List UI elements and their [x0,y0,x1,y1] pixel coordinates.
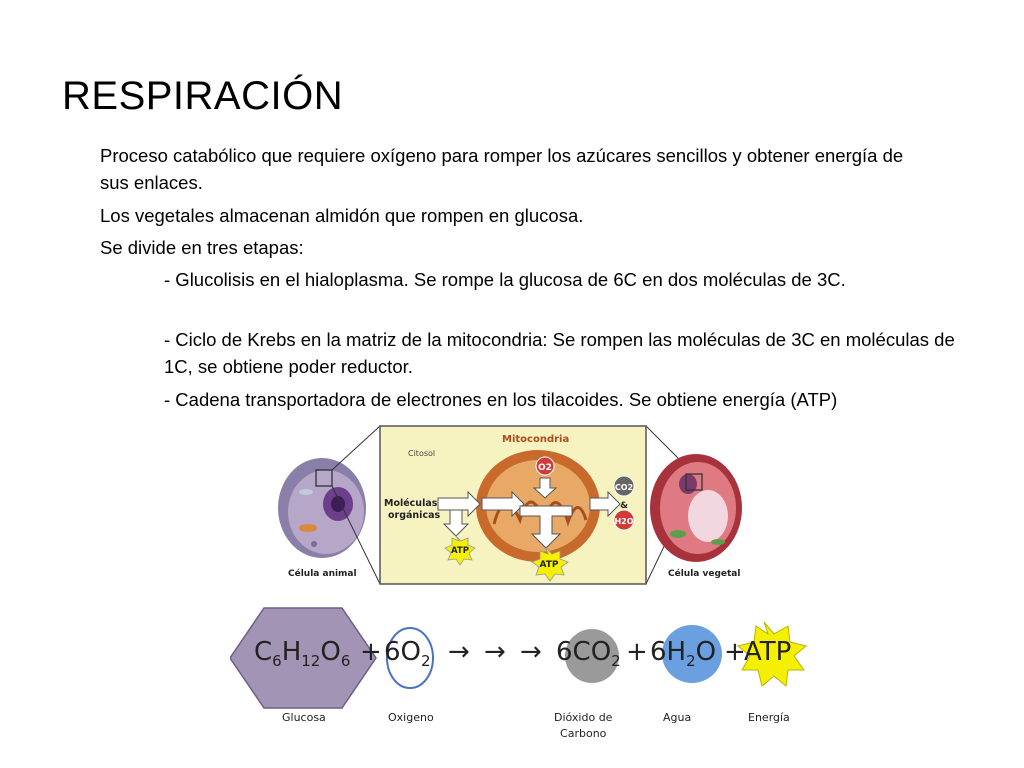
plus-3: + [724,637,746,667]
co2-formula: 6CO2 [556,637,621,670]
animal-cell-label: Célula animal [288,568,357,579]
stage-glucolisis: - Glucolisis en el hialoplasma. Se rompe… [164,269,846,290]
ampersand-label: & [620,501,628,511]
caption-dioxido: Dióxido de Carbono [554,711,613,740]
atp-burst-center: ATP [531,547,569,582]
slide-title: RESPIRACIÓN [62,74,344,118]
atp-burst-left: ATP [444,535,476,566]
organic-molecules-label-1: Moléculas [384,498,438,509]
glucose-formula: C6H12O6 [254,637,351,670]
plant-cell-illustration [650,454,742,562]
arrow-3: → [520,637,542,667]
glucose-hexagon [230,607,377,709]
respiration-figure: Célula animal Citosol Mitocondria O2 Mol… [278,425,742,585]
oxygen-formula: 6O2 [384,637,431,670]
plant-cell-label: Célula vegetal [668,568,740,579]
citosol-label: Citosol [408,449,435,458]
co2-circle [565,629,619,683]
h2o-badge-label: H2O [614,517,633,526]
o2-badge-label: O2 [538,463,552,473]
water-circle [662,625,722,683]
organic-molecules-label-2: orgánicas [388,510,440,521]
caption-glucosa: Glucosa [282,711,326,724]
storage-paragraph: Los vegetales almacenan almidón que romp… [100,205,584,226]
water-formula: 6H2O [650,637,717,670]
stages-intro: Se divide en tres etapas: [100,237,304,258]
mitocondria-label: Mitocondria [502,434,569,445]
atp-formula: ATP [744,637,792,667]
caption-agua: Agua [663,711,692,724]
stage-cadena: - Cadena transportadora de electrones en… [164,389,838,410]
equation-shapes [230,607,808,709]
animal-cell-illustration [278,458,366,558]
arrow-1: → [448,637,470,667]
atp-center-label: ATP [539,560,558,570]
caption-oxigeno: Oxigeno [388,711,434,724]
atp-star [736,621,808,687]
plus-1: + [360,637,382,667]
definition-paragraph: Proceso catabólico que requiere oxígeno … [100,145,904,193]
plus-2: + [626,637,648,667]
arrow-2: → [484,637,506,667]
caption-energia: Energía [748,711,790,724]
co2-badge-label: CO2 [615,483,633,492]
stage-krebs: - Ciclo de Krebs en la matriz de la mito… [164,329,955,377]
atp-left-label: ATP [451,546,469,556]
oxygen-ring [386,627,434,689]
